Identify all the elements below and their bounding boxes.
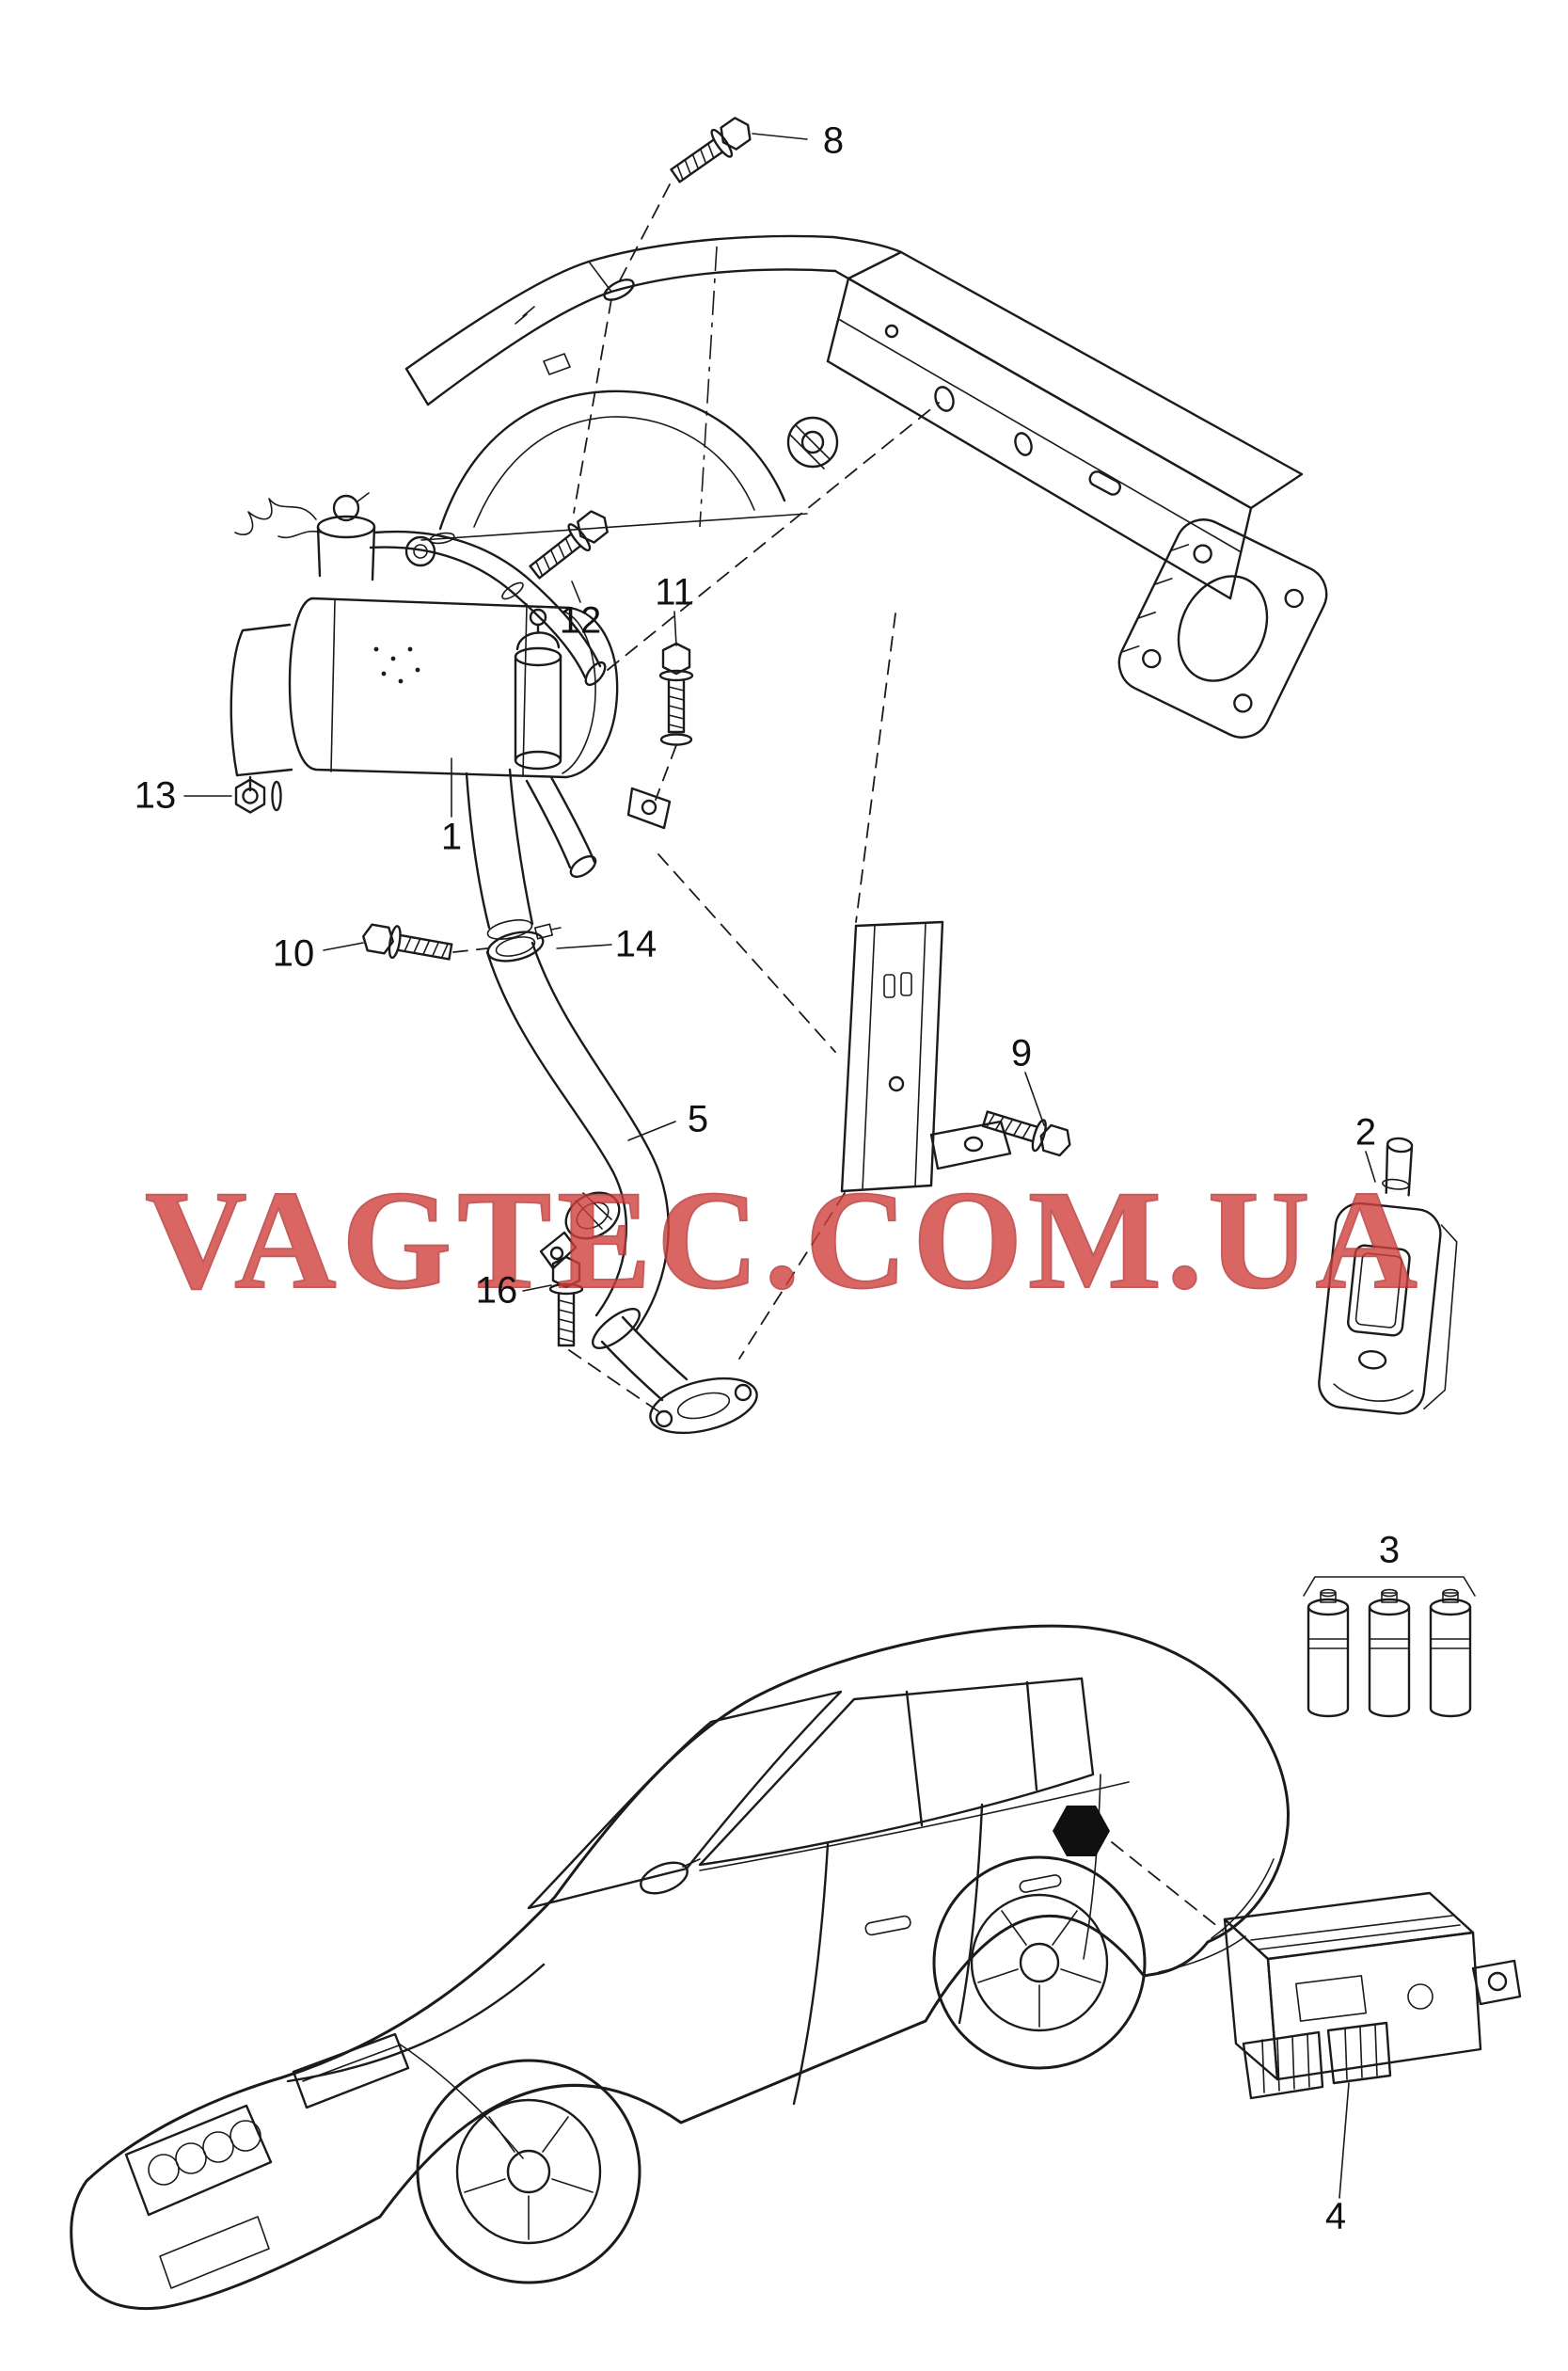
callout-4: 4	[1324, 2195, 1347, 2237]
bolt-9	[979, 1102, 1076, 1162]
bolt-10	[359, 919, 454, 969]
construction-lines	[452, 183, 1224, 1932]
exhaust-hose-5	[485, 941, 670, 1349]
hose-clamp-14	[486, 923, 562, 963]
callout-10: 10	[272, 932, 315, 975]
callout-5: 5	[687, 1098, 709, 1140]
callout-8: 8	[822, 119, 845, 162]
callout-3: 3	[1378, 1529, 1401, 1571]
remote-control-transmitter	[1318, 1137, 1458, 1415]
mount-point-marker	[1053, 1806, 1110, 1856]
exhaust-elbow-flange	[600, 1315, 758, 1435]
callout-leader-lines	[183, 133, 1376, 2199]
chassis-structure	[404, 234, 1328, 739]
callout-12: 12	[559, 599, 602, 642]
callout-16: 16	[475, 1269, 518, 1312]
callout-9: 9	[1010, 1032, 1033, 1074]
nut-13	[234, 778, 282, 814]
battery	[1307, 1588, 1350, 1718]
callout-2: 2	[1354, 1111, 1377, 1154]
auxiliary-heater-unit	[230, 492, 672, 940]
battery	[1429, 1588, 1472, 1718]
batteries	[1303, 1576, 1476, 1718]
car-outline	[70, 1624, 1290, 2310]
callout-13: 13	[134, 774, 177, 817]
bolt-11	[658, 642, 694, 746]
callout-11: 11	[655, 571, 694, 613]
frame-member	[840, 920, 1012, 1193]
callout-14: 14	[614, 923, 657, 965]
bolt-12	[523, 503, 616, 586]
control-module	[1223, 1891, 1522, 2100]
callout-1: 1	[440, 816, 463, 858]
bolt-8	[665, 110, 759, 190]
watermark: VAGTEC.COM.UA	[144, 1161, 1423, 1319]
battery	[1368, 1588, 1411, 1718]
